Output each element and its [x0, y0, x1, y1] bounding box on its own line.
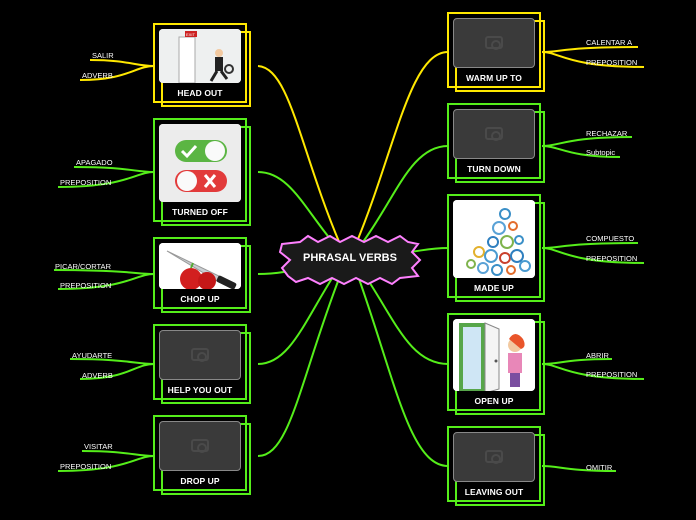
leaf-line-preposition-r1 [541, 51, 645, 68]
subtopic-label[interactable]: PICAR/CORTAR [55, 262, 111, 271]
camera-placeholder [453, 432, 535, 482]
topic-open-up[interactable]: OPEN UP [447, 313, 545, 415]
topic-warm-up-to[interactable]: WARM UP TO [447, 12, 545, 92]
camera-placeholder [453, 18, 535, 68]
toggle-switches-picture [159, 124, 241, 202]
leaf-line-adverb-4 [79, 363, 155, 380]
subtopic-label[interactable]: CALENTAR A [586, 38, 633, 47]
link-center-warm-up-to [355, 51, 449, 245]
camera-icon [485, 127, 503, 141]
camera-icon [191, 439, 209, 453]
topic-leaving-out[interactable]: LEAVING OUT [447, 426, 545, 506]
subtopic-label[interactable]: ADVERB [82, 71, 113, 80]
topic-turned-off[interactable]: TURNED OFF [153, 118, 251, 226]
leaf-line-calentar [541, 46, 639, 53]
svg-text:EXIT: EXIT [186, 32, 195, 37]
camera-icon [485, 450, 503, 464]
topic-drop-up[interactable]: DROP UP [153, 415, 251, 495]
subtopic-label[interactable]: PREPOSITION [586, 254, 638, 263]
subtopic-label[interactable]: OMITIR [586, 463, 613, 472]
leaf-line-subtopic [541, 145, 621, 158]
subtopic-label[interactable]: AYUDARTE [72, 351, 113, 360]
leaf-line-omitir [541, 465, 617, 472]
leaf-line-preposition-2 [57, 171, 155, 188]
subtopic-label[interactable]: ABRIR [586, 351, 609, 360]
leaf-line-preposition-r3 [541, 247, 645, 264]
subtopic-label[interactable]: PREPOSITION [60, 178, 112, 187]
subtopic-label[interactable]: Subtopic [586, 148, 616, 157]
central-topic-label: PHRASAL VERBS [303, 252, 397, 264]
leaf-line-salir [89, 59, 155, 67]
subtopic-label[interactable]: COMPUESTO [586, 234, 635, 243]
topic-turn-down[interactable]: TURN DOWN [447, 103, 545, 183]
subtopic-label[interactable]: ADVERB [82, 371, 113, 380]
subtopic-label[interactable]: SALIR [92, 51, 114, 60]
topic-head-out[interactable]: EXIT HEAD OUT [153, 23, 251, 107]
leaf-line-rechazar [541, 136, 633, 147]
leaf-line-adverb-1 [79, 65, 155, 81]
topic-help-you-out[interactable]: HELP YOU OUT [153, 324, 251, 404]
subtopic-label[interactable]: PREPOSITION [60, 281, 112, 290]
subtopic-label[interactable]: PREPOSITION [60, 462, 112, 471]
leaf-line-visitar [81, 450, 155, 457]
leaf-line-apagado [73, 166, 155, 173]
link-center-head-out [257, 65, 341, 245]
leaf-line-preposition-5 [57, 455, 155, 472]
topic-chop-up[interactable]: CHOP UP [153, 237, 251, 313]
link-center-turned-off [257, 171, 337, 247]
camera-icon [191, 348, 209, 362]
woman-opening-door-picture [453, 319, 535, 391]
leaf-line-preposition-3 [57, 273, 155, 290]
exit-runner-picture: EXIT [159, 29, 241, 83]
leaf-line-preposition-r4 [541, 363, 645, 380]
camera-icon [485, 36, 503, 50]
central-topic[interactable]: PHRASAL VERBS [276, 238, 424, 280]
subtopic-label[interactable]: RECHAZAR [586, 129, 628, 138]
subtopic-label[interactable]: APAGADO [76, 158, 113, 167]
link-center-help-you-out [257, 271, 337, 365]
camera-placeholder [159, 421, 241, 471]
camera-placeholder [453, 109, 535, 159]
topic-made-up[interactable]: MADE UP [447, 194, 545, 302]
center-starburst-shape [278, 234, 422, 286]
subtopic-label[interactable]: VISITAR [84, 442, 113, 451]
subtopic-label[interactable]: PREPOSITION [586, 370, 638, 379]
knife-apples-picture [159, 243, 241, 289]
gears-thumb-picture [453, 200, 535, 278]
camera-placeholder [159, 330, 241, 380]
leaf-line-compuesto [541, 242, 639, 249]
link-center-leaving-out [357, 275, 449, 467]
link-center-turn-down [359, 145, 449, 247]
link-center-open-up [363, 273, 449, 365]
subtopic-label[interactable]: PREPOSITION [586, 58, 638, 67]
link-center-drop-up [257, 275, 341, 457]
